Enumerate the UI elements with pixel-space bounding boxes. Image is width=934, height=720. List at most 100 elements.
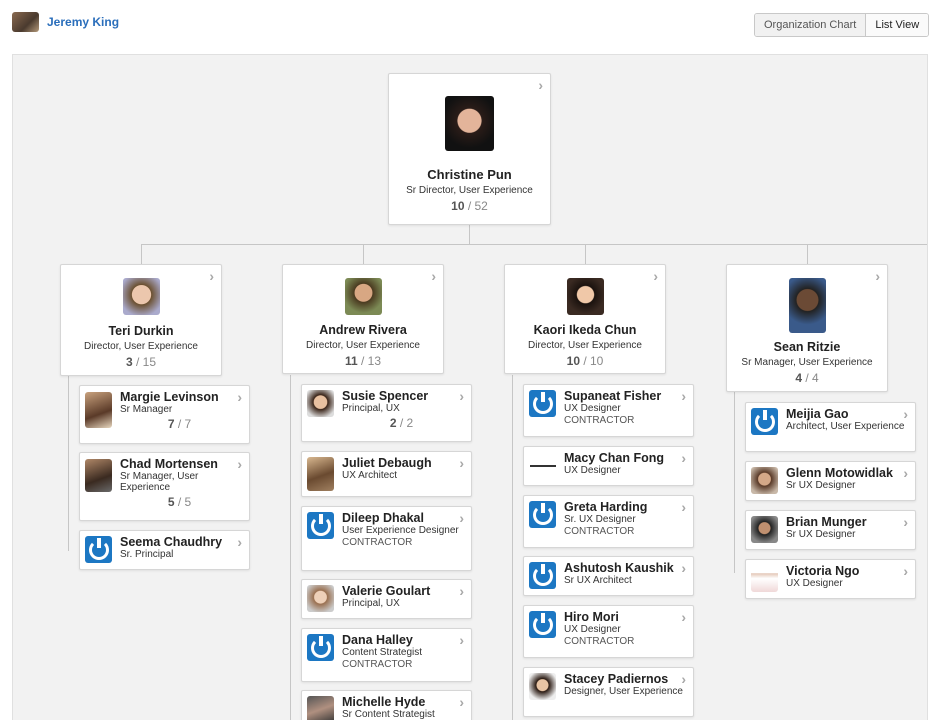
chevron-right-icon[interactable]: › (237, 534, 242, 550)
report-card[interactable]: › Meijia Gao Architect, User Experience (745, 402, 916, 452)
person-title: Sr Manager, User Experience (741, 357, 873, 368)
report-card[interactable]: › Greta Harding Sr. UX Designer CONTRACT… (523, 495, 694, 548)
report-count: 7 / 7 (167, 417, 192, 431)
user-avatar (12, 12, 39, 32)
placeholder-avatar-icon (529, 611, 556, 638)
director-card[interactable]: › Sean Ritzie Sr Manager, User Experienc… (726, 264, 888, 392)
person-name: Juliet Debaugh (342, 456, 432, 470)
person-title: Sr Content Strategist (342, 709, 435, 720)
placeholder-avatar-icon (529, 562, 556, 589)
report-card[interactable]: › Brian Munger Sr UX Designer (745, 510, 916, 550)
report-card[interactable]: › Valerie Goulart Principal, UX (301, 579, 472, 619)
person-name: Dileep Dhakal (342, 511, 424, 525)
chevron-right-icon[interactable]: › (459, 388, 464, 404)
report-card[interactable]: › Macy Chan Fong UX Designer (523, 446, 694, 486)
report-card[interactable]: › Stacey Padiernos Designer, User Experi… (523, 667, 694, 717)
avatar (85, 459, 112, 492)
chevron-right-icon[interactable]: › (875, 268, 880, 284)
avatar (529, 452, 556, 479)
chevron-right-icon[interactable]: › (681, 609, 686, 625)
report-card[interactable]: › Hiro Mori UX Designer CONTRACTOR (523, 605, 694, 658)
person-name: Supaneat Fisher (564, 389, 662, 403)
report-card[interactable]: › Susie Spencer Principal, UX 2 / 2 (301, 384, 472, 442)
report-card[interactable]: › Ashutosh Kaushik Sr UX Architect (523, 556, 694, 596)
report-card[interactable]: › Margie Levinson Sr Manager 7 / 7 (79, 385, 250, 444)
chevron-right-icon[interactable]: › (431, 268, 436, 284)
report-card[interactable]: › Dileep Dhakal User Experience Designer… (301, 506, 472, 571)
report-card[interactable]: › Dana Halley Content Strategist CONTRAC… (301, 628, 472, 682)
avatar (307, 457, 334, 491)
report-card[interactable]: › Chad Mortensen Sr Manager, User Experi… (79, 452, 250, 521)
chevron-right-icon[interactable]: › (209, 268, 214, 284)
contractor-tag: CONTRACTOR (342, 659, 413, 670)
person-name: Michelle Hyde (342, 695, 426, 709)
placeholder-avatar-icon (529, 501, 556, 528)
placeholder-avatar-icon (751, 408, 778, 435)
chevron-right-icon[interactable]: › (538, 77, 543, 93)
report-card[interactable]: › Supaneat Fisher UX Designer CONTRACTOR (523, 384, 694, 437)
person-title: Sr. UX Designer (564, 514, 636, 525)
person-title: Principal, UX (342, 403, 400, 414)
root-card[interactable]: › Christine Pun Sr Director, User Experi… (388, 73, 551, 225)
person-name: Kaori Ikeda Chun (533, 323, 637, 337)
person-title: UX Designer (564, 403, 621, 414)
person-name: Christine Pun (427, 167, 512, 182)
person-title: UX Architect (342, 470, 398, 481)
avatar (529, 673, 556, 700)
contractor-tag: CONTRACTOR (564, 526, 635, 537)
chevron-right-icon[interactable]: › (903, 465, 908, 481)
report-card[interactable]: › Juliet Debaugh UX Architect (301, 451, 472, 497)
chevron-right-icon[interactable]: › (459, 510, 464, 526)
chevron-right-icon[interactable]: › (459, 455, 464, 471)
person-title: UX Designer (564, 465, 621, 476)
person-name: Sean Ritzie (773, 340, 841, 354)
chevron-right-icon[interactable]: › (681, 388, 686, 404)
person-name: Victoria Ngo (786, 564, 860, 578)
avatar (788, 278, 826, 333)
person-title: Principal, UX (342, 598, 400, 609)
chevron-right-icon[interactable]: › (681, 450, 686, 466)
report-card[interactable]: › Victoria Ngo UX Designer (745, 559, 916, 599)
person-title: Sr. Principal (120, 549, 174, 560)
contractor-tag: CONTRACTOR (564, 415, 635, 426)
avatar (344, 278, 382, 315)
avatar (307, 696, 334, 720)
report-card[interactable]: › Seema Chaudhry Sr. Principal (79, 530, 250, 570)
chevron-right-icon[interactable]: › (653, 268, 658, 284)
person-title: Sr UX Designer (786, 480, 856, 491)
report-card[interactable]: › Glenn Motowidlak Sr UX Designer (745, 461, 916, 501)
chevron-right-icon[interactable]: › (237, 456, 242, 472)
report-count: 10 / 10 (566, 354, 604, 368)
avatar (122, 278, 160, 315)
user-name-link[interactable]: Jeremy King (47, 15, 120, 29)
chevron-right-icon[interactable]: › (681, 560, 686, 576)
chevron-right-icon[interactable]: › (681, 671, 686, 687)
placeholder-avatar-icon (307, 512, 334, 539)
chevron-right-icon[interactable]: › (903, 406, 908, 422)
person-name: Andrew Rivera (319, 323, 407, 337)
list-view-button[interactable]: List View (865, 14, 929, 36)
avatar (307, 585, 334, 612)
chevron-right-icon[interactable]: › (903, 563, 908, 579)
chevron-right-icon[interactable]: › (903, 514, 908, 530)
director-card[interactable]: › Teri Durkin Director, User Experience … (60, 264, 222, 376)
org-chart-canvas[interactable]: › Christine Pun Sr Director, User Experi… (12, 54, 928, 720)
person-name: Meijia Gao (786, 407, 849, 421)
chevron-right-icon[interactable]: › (459, 632, 464, 648)
person-name: Susie Spencer (342, 389, 429, 403)
chevron-right-icon[interactable]: › (459, 694, 464, 710)
chevron-right-icon[interactable]: › (681, 499, 686, 515)
report-count: 5 / 5 (167, 495, 192, 509)
avatar (751, 467, 778, 494)
report-count: 2 / 2 (389, 416, 414, 430)
chevron-right-icon[interactable]: › (459, 583, 464, 599)
org-chart-button[interactable]: Organization Chart (755, 14, 866, 36)
report-card[interactable]: › Michelle Hyde Sr Content Strategist (301, 690, 472, 720)
person-name: Hiro Mori (564, 610, 619, 624)
chevron-right-icon[interactable]: › (237, 389, 242, 405)
report-count: 11 / 13 (344, 354, 382, 368)
director-card[interactable]: › Andrew Rivera Director, User Experienc… (282, 264, 444, 374)
avatar (566, 278, 604, 315)
director-card[interactable]: › Kaori Ikeda Chun Director, User Experi… (504, 264, 666, 374)
current-user[interactable]: Jeremy King (12, 12, 119, 32)
